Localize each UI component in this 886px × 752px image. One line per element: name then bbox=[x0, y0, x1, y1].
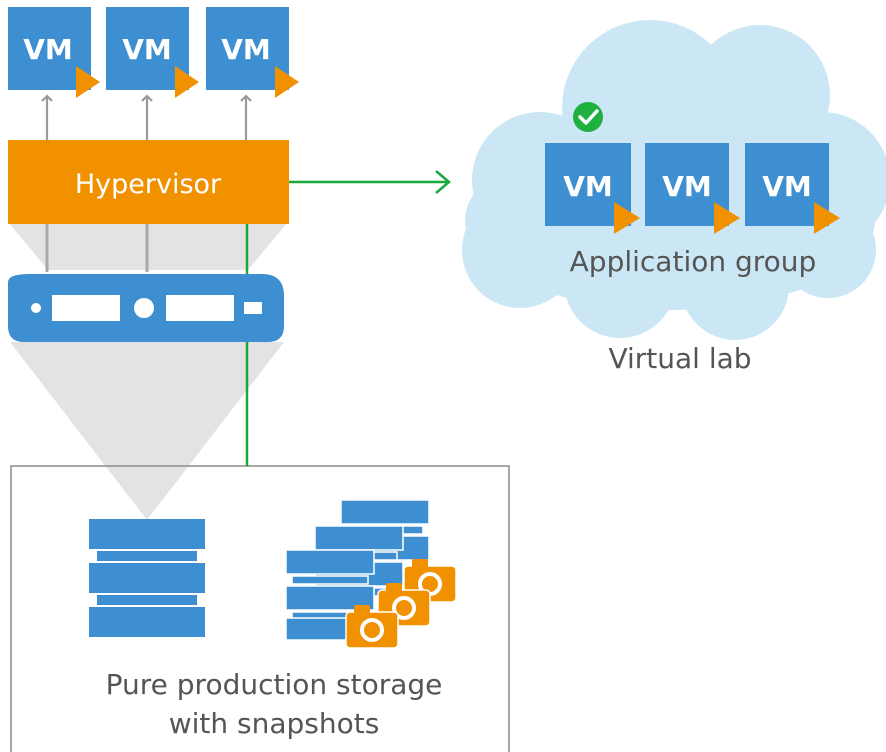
storage-box bbox=[10, 465, 510, 752]
green-arrowhead bbox=[435, 170, 451, 194]
server-beam bbox=[10, 342, 284, 520]
hypervisor-label: Hypervisor bbox=[75, 169, 222, 200]
vm-label: VM bbox=[23, 33, 73, 66]
production-vm-3: VM bbox=[206, 7, 299, 98]
vm-label: VM bbox=[122, 33, 172, 66]
play-icon bbox=[714, 202, 740, 234]
storage-stack-icon bbox=[89, 519, 205, 637]
server-icon bbox=[8, 274, 284, 342]
production-vm-2: VM bbox=[106, 7, 199, 98]
storage-caption-line1: Pure production storage bbox=[106, 668, 443, 701]
lab-vm-1: VM bbox=[545, 143, 640, 234]
play-icon bbox=[814, 202, 840, 234]
vm-label: VM bbox=[563, 170, 613, 203]
storage-caption-line2: with snapshots bbox=[169, 707, 380, 740]
hypervisor-block: Hypervisor bbox=[8, 140, 289, 224]
vm-label: VM bbox=[762, 170, 812, 203]
play-icon bbox=[614, 202, 640, 234]
lab-vm-3: VM bbox=[745, 143, 840, 234]
application-group-caption: Application group bbox=[570, 245, 817, 278]
play-icon bbox=[275, 66, 299, 98]
production-vm-1: VM bbox=[8, 7, 100, 98]
camera-icon bbox=[345, 605, 399, 649]
check-circle-icon bbox=[573, 102, 603, 132]
vm-label: VM bbox=[662, 170, 712, 203]
play-icon bbox=[175, 66, 199, 98]
play-icon bbox=[76, 66, 100, 98]
vm-label: VM bbox=[221, 33, 271, 66]
virtual-lab-caption: Virtual lab bbox=[608, 342, 751, 375]
lab-vm-2: VM bbox=[645, 143, 740, 234]
